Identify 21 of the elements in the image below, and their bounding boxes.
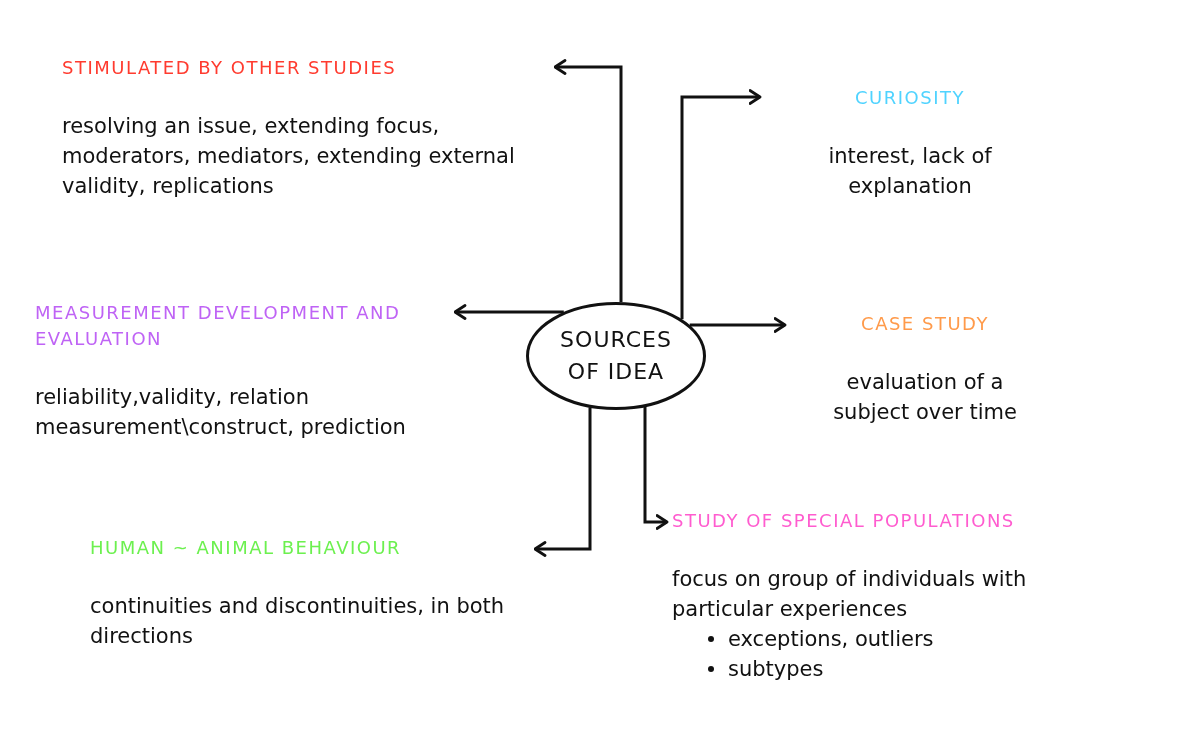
idea-ellipse (526, 302, 706, 410)
list-item-text: exceptions, outliers (728, 626, 934, 653)
arrow (533, 407, 592, 557)
list-item-text: subtypes (728, 656, 824, 683)
topic-description: continuities and discontinuities, in both directions (90, 593, 506, 650)
topic-heading: MEASUREMENT DEVELOPMENT AND EVALUATION (35, 301, 402, 351)
topic-description: reliability,validity, relation measurement\construct, prediction (35, 384, 407, 441)
topic-heading: HUMAN ~ ANIMAL BEHAVIOUR (90, 536, 402, 560)
topic-description: interest, lack of explanation (827, 143, 993, 200)
ellipse-label: SOURCES OF IDEA (559, 326, 673, 386)
topic-heading: CASE STUDY (861, 312, 989, 336)
arrow (643, 407, 669, 530)
topic-heading: CURIOSITY (855, 86, 965, 110)
arrow (680, 89, 762, 320)
topic-heading: STUDY OF SPECIAL POPULATIONS (672, 509, 1015, 533)
arrow (453, 304, 564, 320)
arrow (689, 317, 787, 333)
topic-description: resolving an issue, extending focus, moderators, mediators, extending external validity, replications (62, 113, 516, 200)
topic-description: evaluation of a subject over time (832, 369, 1018, 426)
arrow (553, 59, 623, 303)
topic-heading: STIMULATED BY OTHER STUDIES (62, 56, 397, 80)
